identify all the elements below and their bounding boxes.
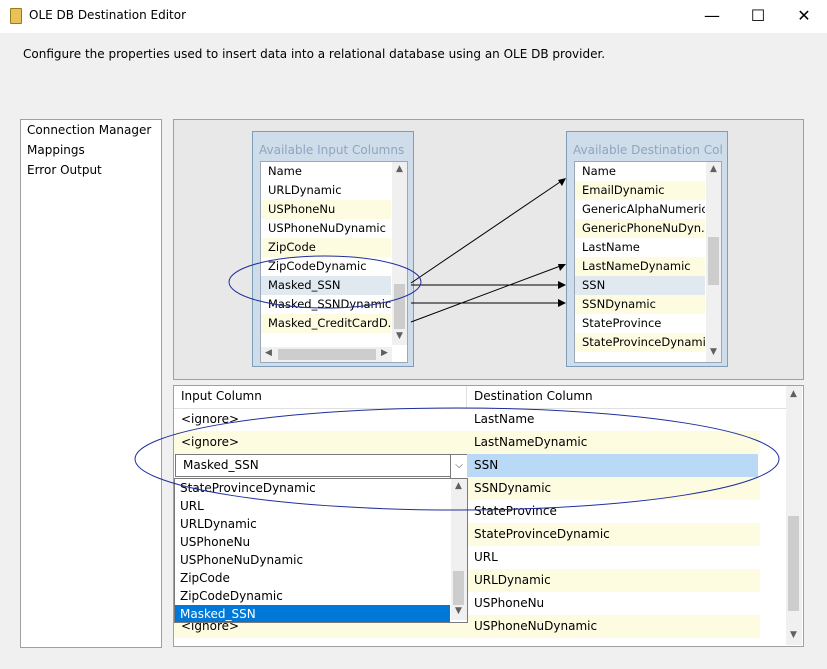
scroll-up-arrow-icon[interactable]: ▲ [455,481,462,491]
dropdown-scrollbar[interactable]: ▲ ▼ [451,479,467,620]
destination-column-item[interactable]: LastNameDynamic [575,257,705,276]
destination-columns-list: Name EmailDynamic GenericAlphaNumeric...… [574,161,722,363]
destination-column-item[interactable]: EmailDynamic [575,181,705,200]
title-bar: OLE DB Destination Editor — ☐ ✕ [0,0,827,33]
grid-dest-cell: URL [474,550,498,564]
dropdown-option[interactable]: URLDynamic [180,517,257,531]
scroll-thumb[interactable] [453,571,464,605]
destination-list-header: Name [582,164,616,178]
grid-input-cell[interactable]: <ignore> [181,412,240,426]
destination-column-item[interactable]: SSNDynamic [575,295,705,314]
dropdown-option[interactable]: ZipCode [180,571,230,585]
scroll-up-arrow-icon[interactable]: ▲ [790,389,797,399]
page-description: Configure the properties used to insert … [23,47,606,61]
input-column-header[interactable]: Input Column [174,386,467,408]
input-columns-box: Available Input Columns Name URLDynamic … [252,131,414,367]
hscroll-thumb[interactable] [278,349,376,360]
grid-dest-cell: LastName [474,412,535,426]
input-columns-title: Available Input Columns [259,143,405,157]
scroll-right-arrow-icon[interactable]: ▶ [381,348,388,358]
grid-header: Input Column Destination Column [174,386,786,409]
input-column-item[interactable]: USPhoneNuDynamic [268,221,386,235]
close-button[interactable]: ✕ [797,6,811,25]
destination-column-item[interactable]: StateProvinceDynamic [575,333,705,352]
grid-input-cell[interactable]: <ignore> [174,431,467,454]
dropdown-option-selected[interactable]: Masked_SSN [175,605,450,622]
destination-columns-title: Available Destination Col... [573,143,723,157]
scroll-left-arrow-icon[interactable]: ◀ [265,348,272,358]
dropdown-option[interactable]: USPhoneNu [180,535,251,549]
grid-dest-cell: URLDynamic [467,569,760,592]
nav-panel: Connection Manager Mappings Error Output [20,119,162,648]
input-column-item[interactable]: URLDynamic [268,183,342,197]
destination-columns-box: Available Destination Col... Name EmailD… [566,131,728,367]
scroll-down-arrow-icon[interactable]: ▼ [710,347,717,357]
grid-dest-cell: StateProvince [474,504,557,518]
grid-dest-cell: USPhoneNuDynamic [467,615,760,638]
dropdown-option[interactable]: USPhoneNuDynamic [180,553,304,567]
nav-item-mappings[interactable]: Mappings [27,143,85,157]
destination-column-item[interactable]: SSN [575,276,705,295]
grid-dest-cell: SSN [467,454,758,477]
nav-item-error-output[interactable]: Error Output [27,163,102,177]
input-list-hscrollbar[interactable]: ◀ ▶ [261,347,392,362]
nav-item-connection-manager[interactable]: Connection Manager [27,123,152,137]
grid-dest-cell: LastNameDynamic [467,431,760,454]
input-column-item[interactable]: Masked_CreditCardD... [261,314,391,333]
scroll-down-arrow-icon[interactable]: ▼ [790,630,797,640]
scroll-down-arrow-icon[interactable]: ▼ [396,331,403,341]
input-columns-list: Name URLDynamic USPhoneNu USPhoneNuDynam… [260,161,408,363]
scroll-up-arrow-icon[interactable]: ▲ [396,164,403,174]
scroll-up-arrow-icon[interactable]: ▲ [710,164,717,174]
input-column-item[interactable]: Masked_SSNDynamic [268,297,391,311]
minimize-button[interactable]: — [704,6,720,25]
grid-scrollbar[interactable]: ▲ ▼ [786,386,802,645]
grid-dest-cell: SSNDynamic [467,477,760,500]
app-icon [10,8,22,24]
window-title: OLE DB Destination Editor [29,8,187,22]
destination-list-scrollbar[interactable]: ▲ ▼ [706,162,721,362]
destination-column-item[interactable]: LastName [582,240,640,254]
input-list-header: Name [268,164,302,178]
input-column-combo[interactable]: Masked_SSN [175,454,451,477]
dropdown-option[interactable]: StateProvinceDynamic [180,481,316,495]
scroll-down-arrow-icon[interactable]: ▼ [455,606,462,616]
grid-dest-cell: StateProvinceDynamic [467,523,760,546]
input-column-dropdown[interactable]: StateProvinceDynamic URL URLDynamic USPh… [174,478,468,623]
mapping-diagram: Available Input Columns Name URLDynamic … [173,119,804,380]
scroll-thumb[interactable] [788,516,799,611]
destination-column-item[interactable]: GenericAlphaNumeric... [582,202,705,216]
destination-column-header[interactable]: Destination Column [474,389,593,403]
destination-column-item[interactable]: GenericPhoneNuDyn... [575,219,705,238]
input-column-item[interactable]: Masked_SSN [261,276,391,295]
dropdown-option[interactable]: URL [180,499,204,513]
maximize-button[interactable]: ☐ [750,6,766,25]
destination-column-item[interactable]: StateProvince [582,316,662,330]
dropdown-option[interactable]: ZipCodeDynamic [180,589,283,603]
input-list-scrollbar[interactable]: ▲ ▼ [392,162,407,345]
combo-dropdown-chevron-icon[interactable]: ⌵ [450,454,468,479]
grid-dest-cell: USPhoneNu [474,596,545,610]
scroll-thumb[interactable] [394,284,405,329]
scroll-thumb[interactable] [708,237,719,285]
input-column-item[interactable]: USPhoneNu [261,200,391,219]
input-column-item[interactable]: ZipCodeDynamic [268,259,367,273]
input-column-item[interactable]: ZipCode [261,238,391,257]
